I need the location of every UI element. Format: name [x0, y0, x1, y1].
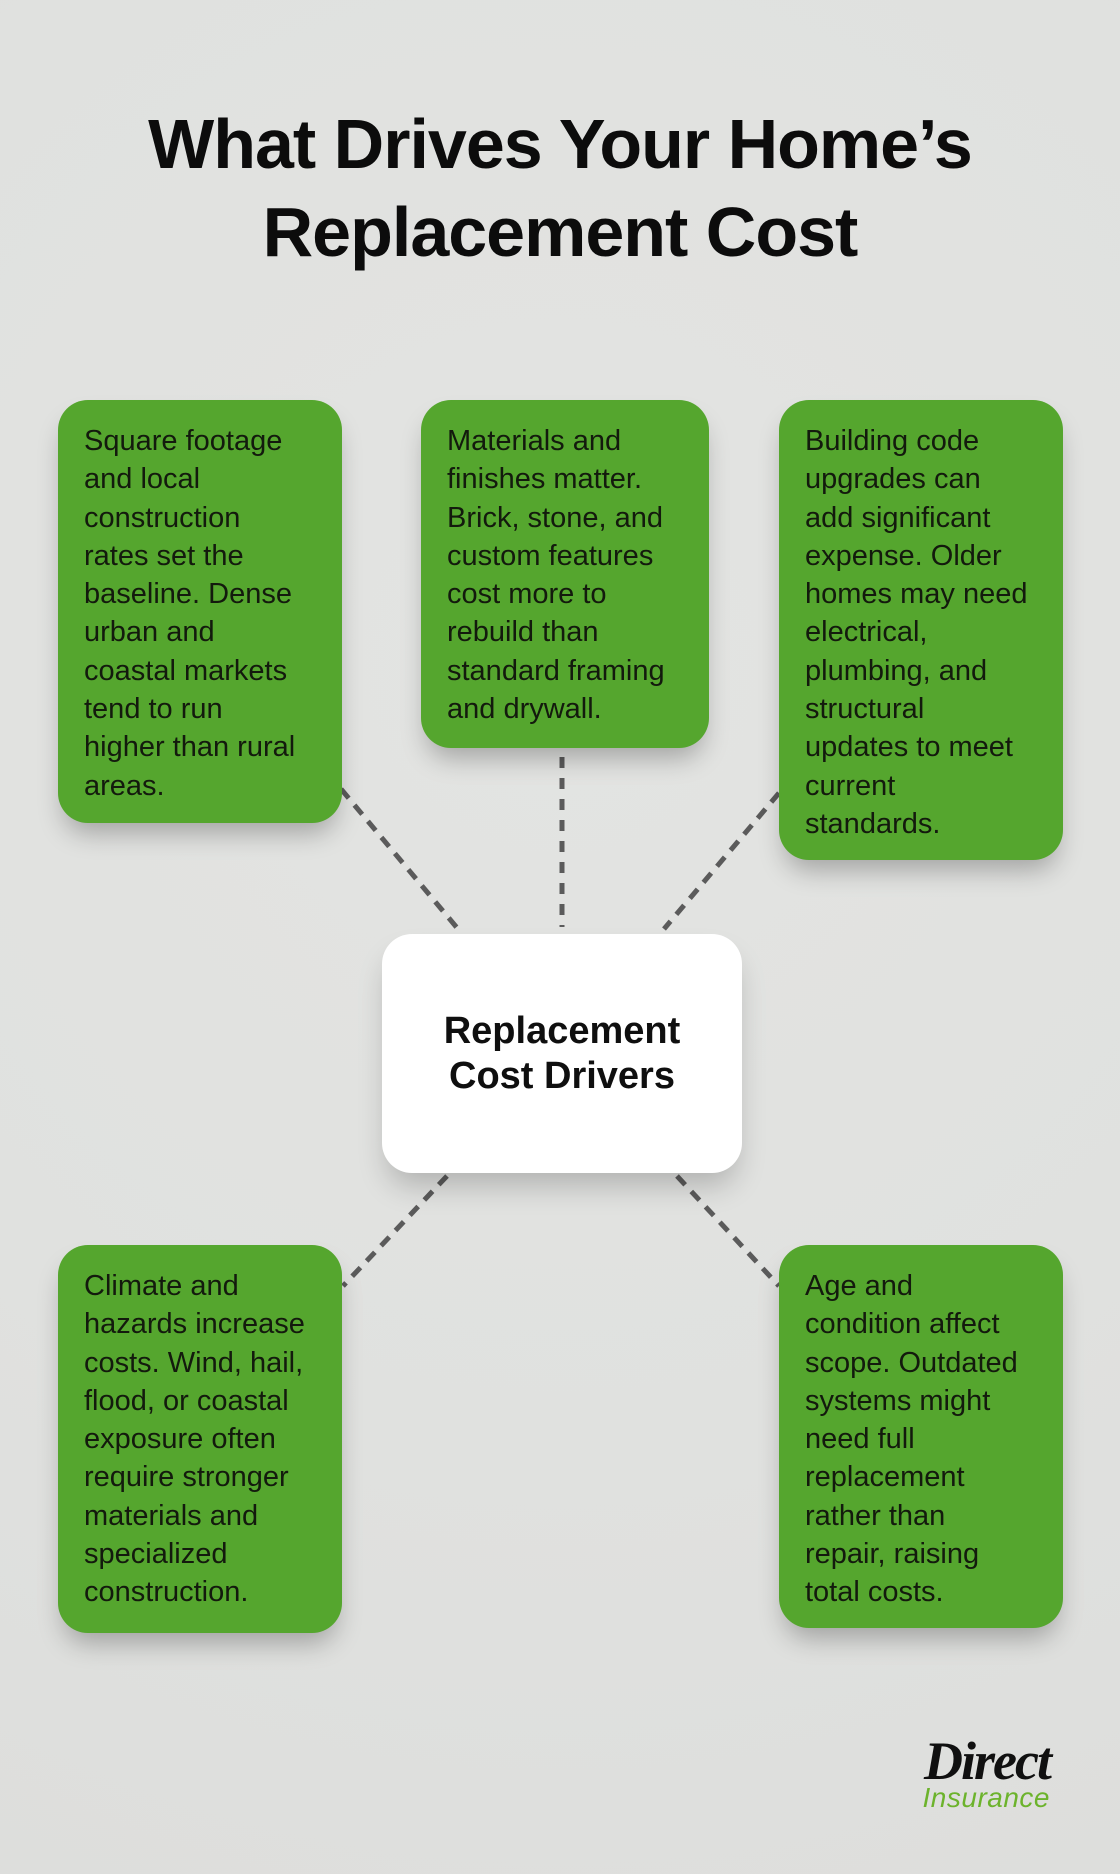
- logo-wordmark-direct: Direct: [924, 1731, 1052, 1791]
- connector-top-right-line: [662, 791, 781, 931]
- connector-bottom-right-line: [675, 1174, 781, 1288]
- logo-wordmark-insurance: Insurance: [922, 1782, 1050, 1813]
- connector-bottom-left-line: [341, 1174, 449, 1288]
- direct-insurance-logo: Direct Insurance: [922, 1731, 1052, 1813]
- page-title: What Drives Your Home’s Replacement Cost: [148, 105, 973, 271]
- node-age-condition: Age and condition affect scope. Outdated…: [779, 1245, 1063, 1628]
- node-materials-finishes: Materials and finishes matter. Brick, st…: [421, 400, 709, 748]
- center-node-replacement-cost-drivers: Replacement Cost Drivers: [382, 934, 742, 1173]
- connector-top-left-line: [339, 787, 460, 931]
- node-square-footage: Square footage and local construction ra…: [58, 400, 342, 823]
- node-climate-hazards: Climate and hazards increase costs. Wind…: [58, 1245, 342, 1633]
- node-building-code: Building code upgrades can add significa…: [779, 400, 1063, 860]
